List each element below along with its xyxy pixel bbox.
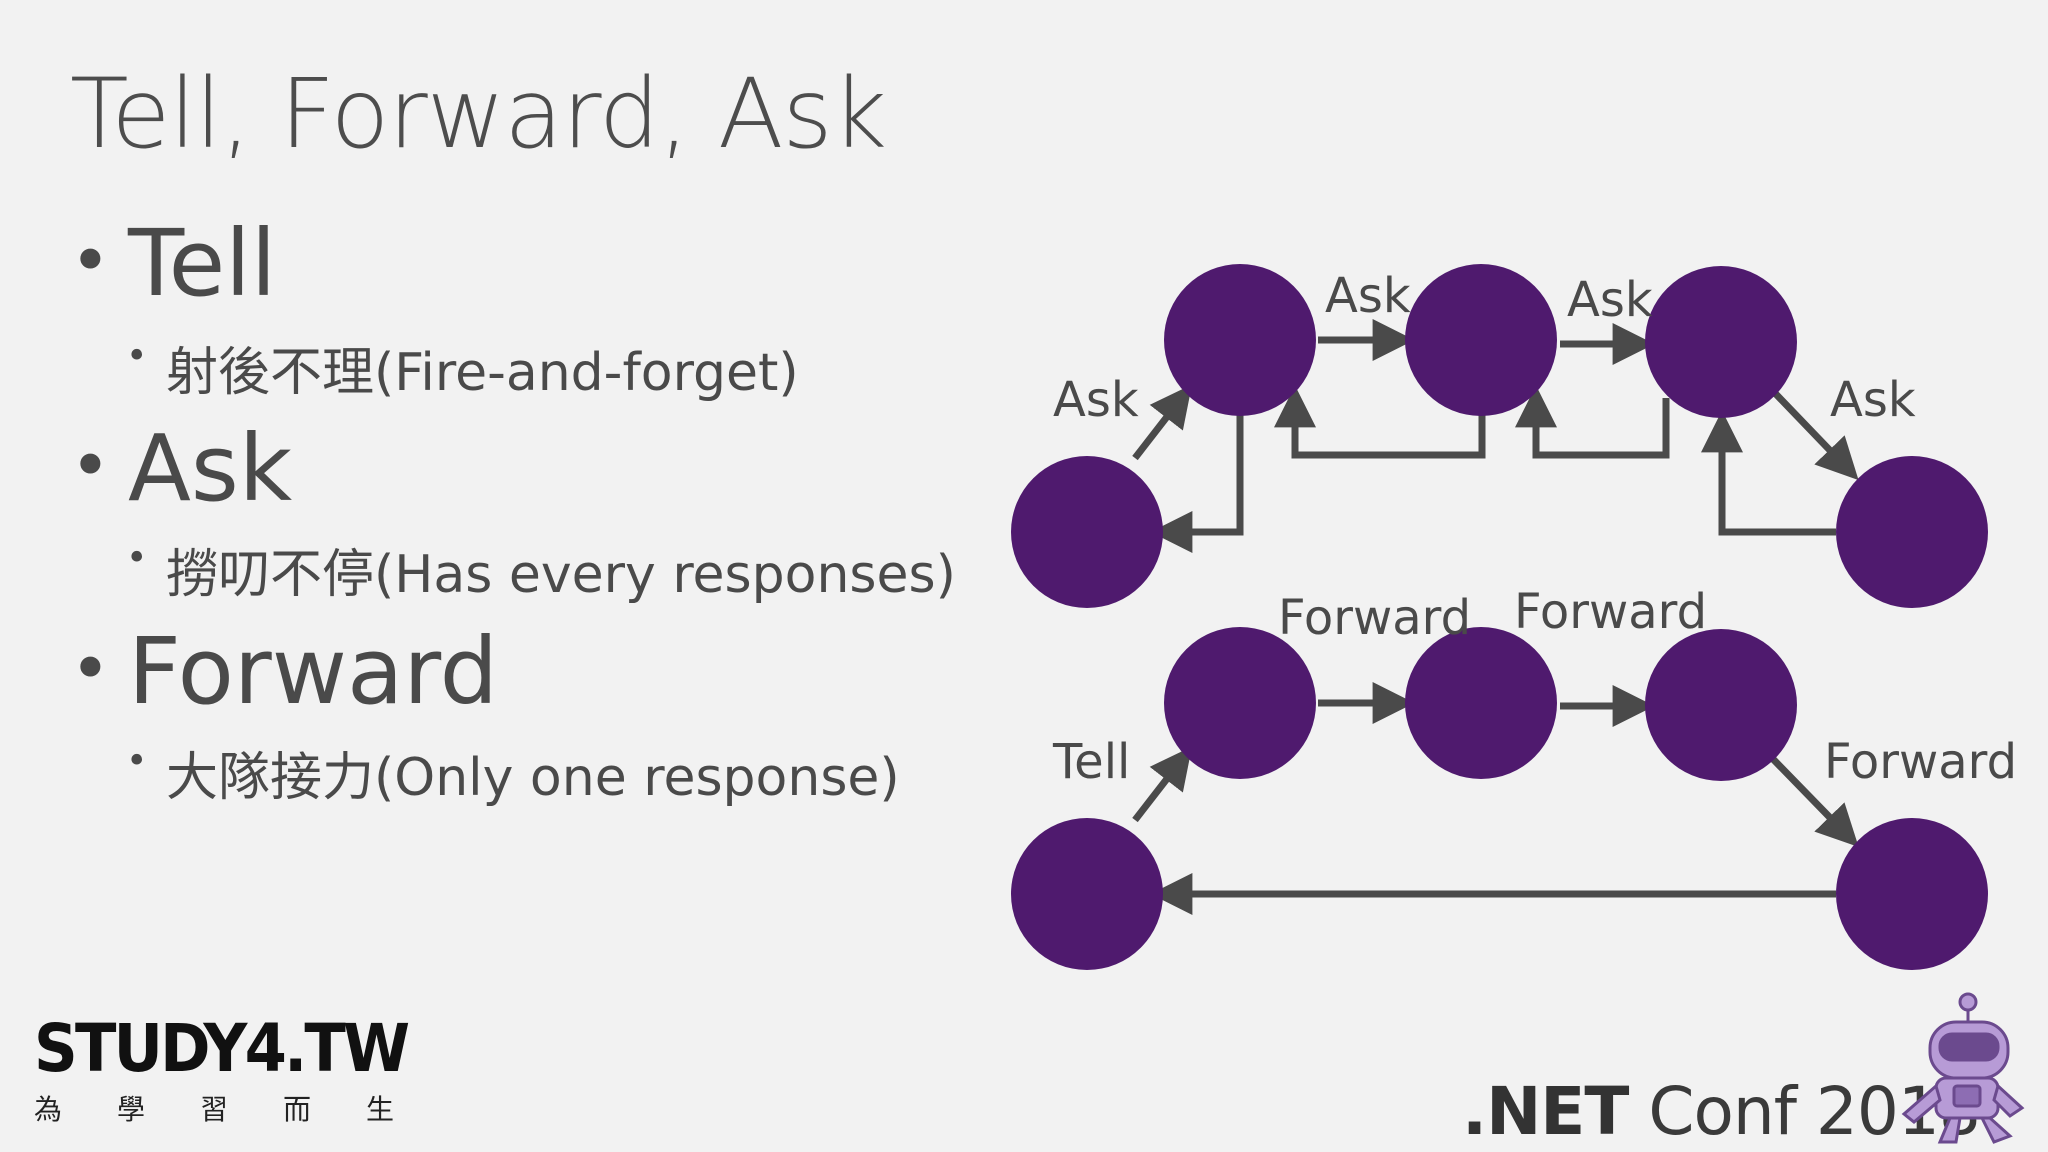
tagline-char: 而 [282, 1093, 311, 1126]
bullet-label: Forward [128, 618, 498, 725]
ask-response-arrow [1515, 385, 1670, 459]
actor-node [1645, 266, 1797, 418]
ask-request-arrow [1769, 387, 1859, 481]
edge-label-forward: Forward [1514, 584, 1707, 640]
ask-response-arrow [1150, 415, 1244, 553]
netconf-prefix: .NET [1462, 1073, 1629, 1150]
robot-mascot-icon [1901, 992, 2025, 1144]
forward-arrow [1769, 755, 1859, 848]
edge-label-forward: Forward [1824, 734, 2017, 790]
ask-flow: Ask Ask Ask Ask [1011, 264, 1988, 608]
sub-bullet-text: 射後不理(Fire-and-forget) [166, 343, 799, 403]
edge-label-ask: Ask [1830, 372, 1916, 428]
actor-node [1405, 627, 1557, 779]
edge-label-forward: Forward [1278, 590, 1471, 646]
actor-node [1011, 818, 1163, 970]
ask-request-arrow [1132, 384, 1193, 461]
actor-node [1836, 456, 1988, 608]
tagline-char: 為 [34, 1093, 63, 1126]
tell-arrow [1132, 746, 1193, 823]
edge-label-ask: Ask [1053, 372, 1139, 428]
actor-node [1836, 818, 1988, 970]
ask-response-arrow [1274, 385, 1486, 459]
actor-node [1164, 264, 1316, 416]
edge-label-ask: Ask [1325, 268, 1411, 324]
actor-node [1011, 456, 1163, 608]
ask-response-arrow [1701, 410, 1836, 536]
bullet-label: Tell [128, 210, 277, 317]
bullet-dot: • [126, 334, 148, 378]
study4-tagline: 為 學 習 而 生 [34, 1088, 394, 1128]
tagline-char: 生 [365, 1093, 394, 1126]
bullet-dot: • [126, 536, 148, 580]
bullet-dot: • [70, 221, 111, 302]
bullet-dot: • [126, 739, 148, 783]
study4-logo: STUDY4.TW [34, 1010, 410, 1087]
edge-label-ask: Ask [1567, 272, 1653, 328]
slide-title: Tell, Forward, Ask [70, 58, 887, 170]
actor-node [1164, 627, 1316, 779]
tagline-char: 學 [116, 1093, 145, 1126]
tagline-char: 習 [199, 1093, 228, 1126]
bullet-label: Ask [128, 415, 293, 522]
sub-bullet-text: 大隊接力(Only one response) [166, 748, 900, 808]
bullet-dot: • [70, 426, 111, 507]
edge-label-tell: Tell [1052, 734, 1130, 790]
actor-node [1405, 264, 1557, 416]
bullet-dot: • [70, 629, 111, 710]
sub-bullet-text: 撈叨不停(Has every responses) [166, 545, 956, 605]
forward-flow: Tell Forward Forward Forward [1011, 584, 2017, 970]
actor-node [1645, 629, 1797, 781]
